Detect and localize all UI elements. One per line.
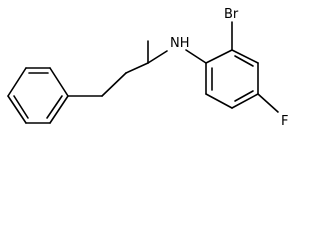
bond bbox=[257, 93, 279, 113]
bond bbox=[49, 95, 69, 124]
bond bbox=[205, 49, 233, 64]
bond bbox=[231, 49, 259, 64]
bond bbox=[205, 93, 233, 109]
double-bond-line bbox=[46, 95, 63, 119]
bond bbox=[7, 95, 27, 124]
atom-label-bromine: Br bbox=[224, 7, 239, 22]
bond bbox=[101, 72, 127, 97]
bond bbox=[231, 93, 259, 109]
double-bond-line bbox=[234, 90, 254, 102]
alkyl-chain bbox=[67, 40, 168, 97]
chemical-structure: NH Br F bbox=[7, 7, 288, 129]
bond bbox=[185, 49, 207, 64]
halophenyl-ring bbox=[205, 49, 259, 109]
bond bbox=[7, 67, 27, 97]
bond bbox=[49, 67, 69, 97]
phenyl-ring bbox=[7, 67, 69, 124]
double-bond-line bbox=[234, 55, 254, 67]
bond bbox=[147, 50, 168, 64]
atom-label-fluorine: F bbox=[281, 114, 288, 129]
atom-label-amine: NH bbox=[170, 36, 190, 51]
double-bond-line bbox=[13, 95, 29, 119]
bond bbox=[125, 62, 149, 74]
